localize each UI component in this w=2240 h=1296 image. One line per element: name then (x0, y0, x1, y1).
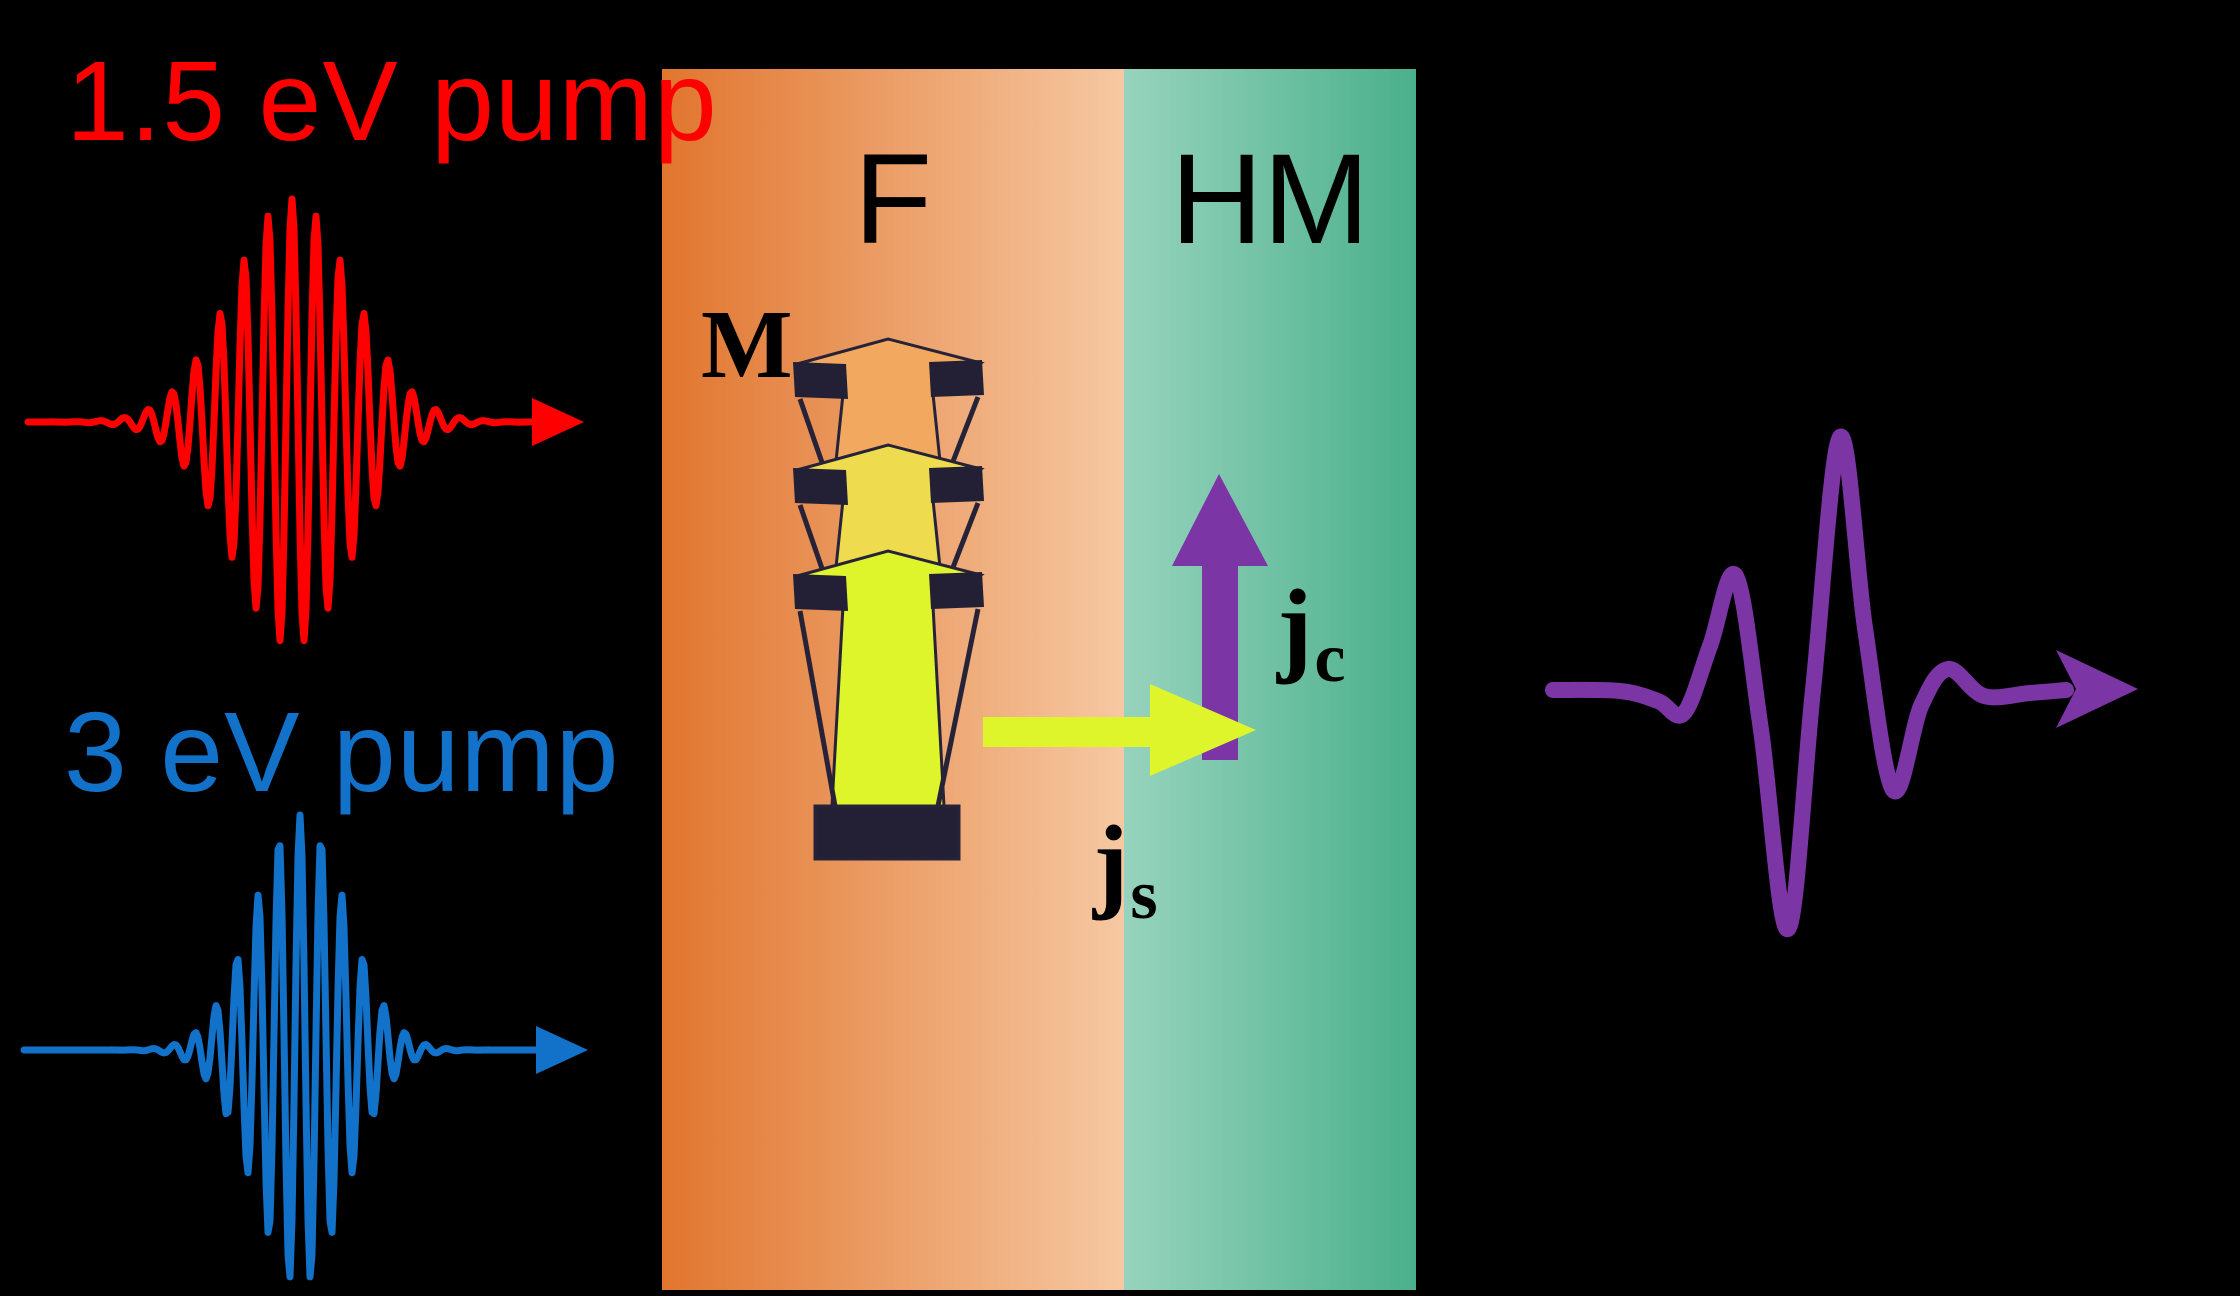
blue-pump-wave (20, 811, 546, 1281)
magnetization-arrow-bracket-right (929, 466, 984, 503)
blue-pump-arrowhead (536, 1026, 588, 1074)
spin-current-label-base: j (1092, 804, 1128, 921)
red-pump-label: 1.5 eV pump (66, 38, 718, 164)
magnetization-arrow-bracket-left (793, 574, 848, 611)
magnetization-arrow-stack (793, 337, 985, 861)
red-pump-arrowhead (532, 398, 584, 446)
spin-current-arrow (983, 684, 1256, 776)
red-pump-wave (24, 195, 542, 645)
charge-current-label-sub: c (1314, 620, 1345, 697)
ferromagnet-label: F (854, 128, 932, 271)
magnetization-arrow-edge (935, 608, 981, 807)
thz-pulse-group (1545, 428, 2138, 938)
bilayer-panel: F HM M js jc (662, 69, 1416, 1290)
magnetization-arrow-bracket-left (793, 362, 848, 399)
magnetization-arrow-edge (797, 610, 838, 807)
charge-current-arrow (1172, 474, 1268, 760)
magnetization-arrow-bracket-right (929, 360, 984, 397)
magnetization-arrow-bracket-right (929, 572, 984, 609)
thz-pulse-wave (1545, 428, 2074, 938)
magnetization-label: M (701, 291, 793, 398)
blue-pump-group: 3 eV pump (20, 689, 620, 1281)
charge-current-label-base: j (1276, 568, 1312, 685)
heavy-metal-layer (1124, 69, 1416, 1290)
red-pump-group: 1.5 eV pump (24, 38, 718, 645)
spin-current-label: js (1092, 804, 1158, 934)
charge-current-label: jc (1276, 568, 1345, 697)
thz-pulse-arrowhead (2056, 650, 2138, 728)
magnetization-arrow-bracket-left (793, 468, 848, 505)
magnetization-arrow-pedestal (813, 804, 961, 861)
spin-current-label-sub: s (1130, 857, 1157, 934)
blue-pump-label: 3 eV pump (64, 689, 620, 815)
heavy-metal-label: HM (1170, 128, 1369, 271)
